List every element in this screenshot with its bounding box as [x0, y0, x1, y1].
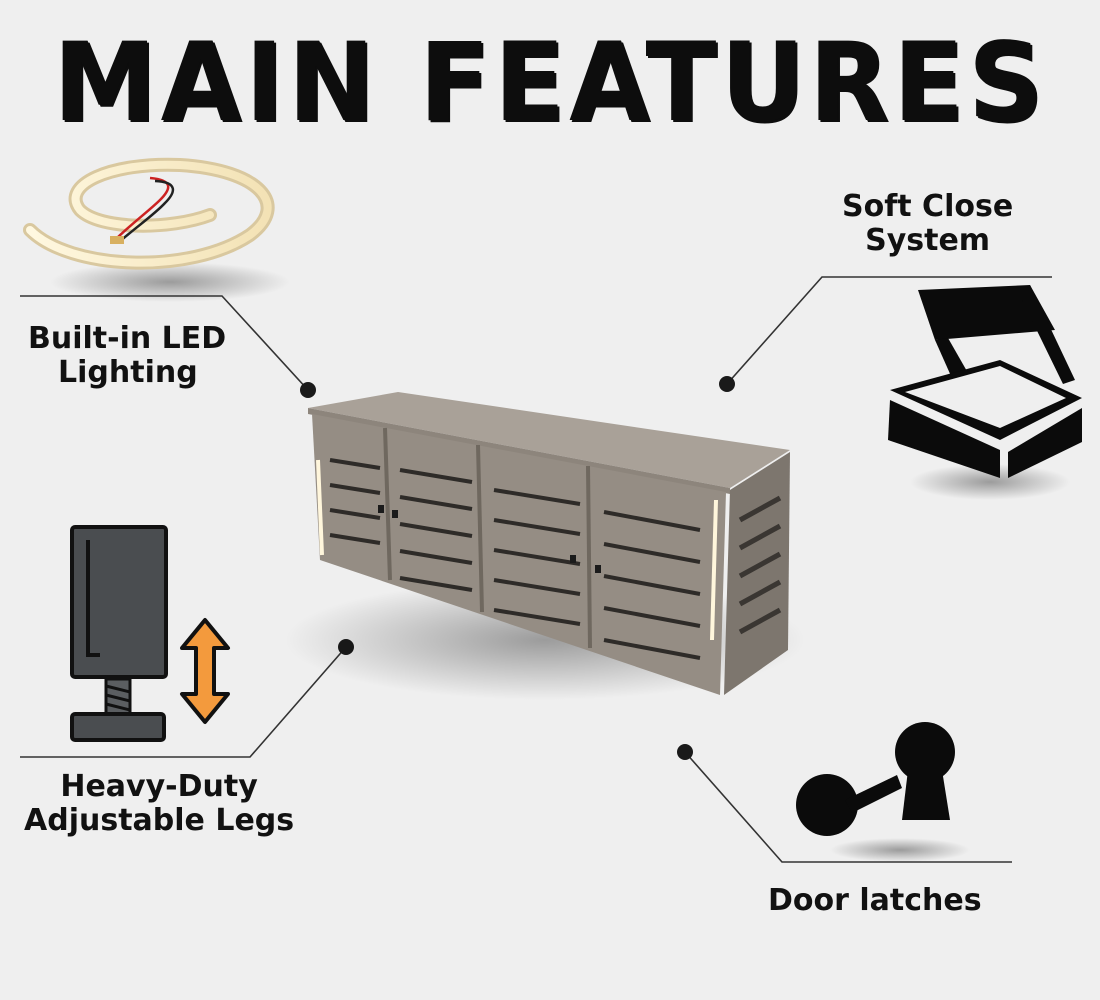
storage-cabinet: [285, 392, 805, 700]
cabinet-led-strip: [316, 459, 718, 641]
feature-label-led-lighting: Built-in LED Lighting: [28, 322, 226, 390]
keyhole-latch-icon: [796, 722, 970, 862]
feature-label-line: Lighting: [58, 355, 198, 390]
connector-lines: [20, 276, 1052, 863]
feature-label-adjustable-legs: Heavy-Duty Adjustable Legs: [24, 770, 294, 838]
feature-label-door-latches: Door latches: [768, 884, 982, 918]
led-strip-icon: [23, 157, 290, 302]
feature-label-line: Heavy-Duty: [60, 769, 258, 804]
feature-label-line: Built-in LED: [28, 321, 227, 356]
feature-label-line: Soft Close: [842, 189, 1014, 224]
adjustable-leg-icon: [70, 525, 230, 742]
open-box-icon: [888, 285, 1082, 500]
page-title: MAIN FEATURES: [53, 17, 1047, 147]
feature-label-soft-close: Soft Close System: [842, 190, 1013, 258]
feature-label-line: Door latches: [768, 883, 982, 918]
feature-label-line: System: [865, 223, 991, 258]
feature-label-line: Adjustable Legs: [24, 803, 295, 838]
